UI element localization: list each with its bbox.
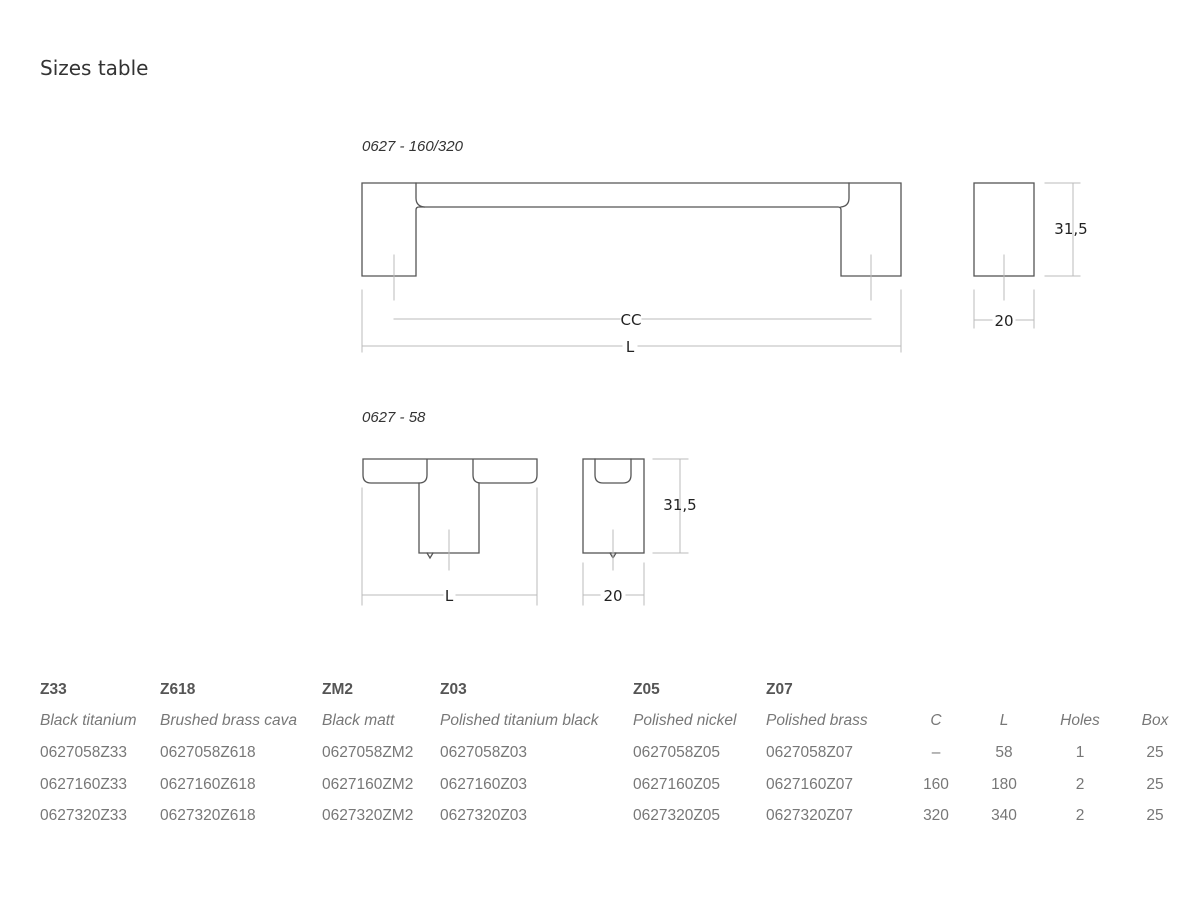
table-cell: 0627058Z07 xyxy=(766,744,854,761)
finish-code: ZM2 xyxy=(322,681,353,698)
table-cell: 0627320Z05 xyxy=(633,807,721,824)
table-cell: 340 xyxy=(991,807,1017,824)
column-header: Brushed brass cava xyxy=(160,712,297,729)
table-cell: 180 xyxy=(991,775,1017,793)
table-cell: 0627058Z618 xyxy=(160,744,256,761)
table-cell: 0627160Z03 xyxy=(440,775,528,793)
finish-code: Z05 xyxy=(633,681,660,698)
finish-code: Z33 xyxy=(40,681,67,698)
large-handle-front-view xyxy=(361,182,902,277)
table-cell: 0627058Z05 xyxy=(633,744,721,761)
small-height-label: 31,5 xyxy=(663,496,696,514)
table-cell: 0627058ZM2 xyxy=(322,744,414,761)
large-height-label: 31,5 xyxy=(1054,220,1087,238)
table-cell: 0627320ZM2 xyxy=(322,807,414,824)
table-cell: – xyxy=(931,744,941,761)
page-title: Sizes table xyxy=(40,56,149,80)
table-cell: 2 xyxy=(1075,807,1085,824)
table-cell: 0627320Z618 xyxy=(160,807,256,824)
column-header: L xyxy=(999,712,1009,729)
table-cell: 25 xyxy=(1146,807,1164,824)
table-cell: 320 xyxy=(923,807,949,824)
l-dimension-label: L xyxy=(626,338,635,356)
table-cell: 0627320Z33 xyxy=(40,807,128,824)
column-header: C xyxy=(930,712,942,729)
finish-code: Z618 xyxy=(160,681,196,698)
small-width-label: 20 xyxy=(603,587,622,605)
finish-code: Z03 xyxy=(440,681,467,698)
small-drawing-caption: 0627 - 58 xyxy=(362,409,426,426)
finish-code: Z07 xyxy=(766,681,793,698)
column-header: Polished nickel xyxy=(633,712,737,729)
technical-drawings: CC L 31,5 20 L 31,5 20 xyxy=(361,182,1088,606)
table-cell: 2 xyxy=(1075,775,1085,793)
column-header: Holes xyxy=(1060,712,1100,729)
table-cell: 0627320Z03 xyxy=(440,807,528,824)
column-header: Polished brass xyxy=(766,712,868,729)
table-cell: 25 xyxy=(1146,744,1164,761)
column-header: Polished titanium black xyxy=(440,712,599,729)
table-cell: 0627160ZM2 xyxy=(322,775,414,793)
column-header: Black matt xyxy=(322,712,395,729)
table-cell: 160 xyxy=(923,775,949,793)
small-handle-front-view xyxy=(362,458,538,560)
table-cell: 0627160Z07 xyxy=(766,775,854,793)
table-cell: 0627160Z618 xyxy=(160,775,256,793)
table-cell: 0627058Z33 xyxy=(40,744,128,761)
column-header: Box xyxy=(1141,712,1169,729)
table-cell: 0627160Z05 xyxy=(633,775,721,793)
cc-dimension-label: CC xyxy=(621,311,642,329)
table-cell: 0627160Z33 xyxy=(40,775,128,793)
table-cell: 0627320Z07 xyxy=(766,807,854,824)
table-cell: 25 xyxy=(1146,775,1164,793)
small-l-dimension-label: L xyxy=(445,587,454,605)
table-cell: 0627058Z03 xyxy=(440,744,528,761)
column-header: Black titanium xyxy=(40,712,137,729)
large-drawing-caption: 0627 - 160/320 xyxy=(362,138,463,155)
large-width-label: 20 xyxy=(994,312,1013,330)
table-cell: 58 xyxy=(995,744,1013,761)
table-cell: 1 xyxy=(1075,744,1085,761)
